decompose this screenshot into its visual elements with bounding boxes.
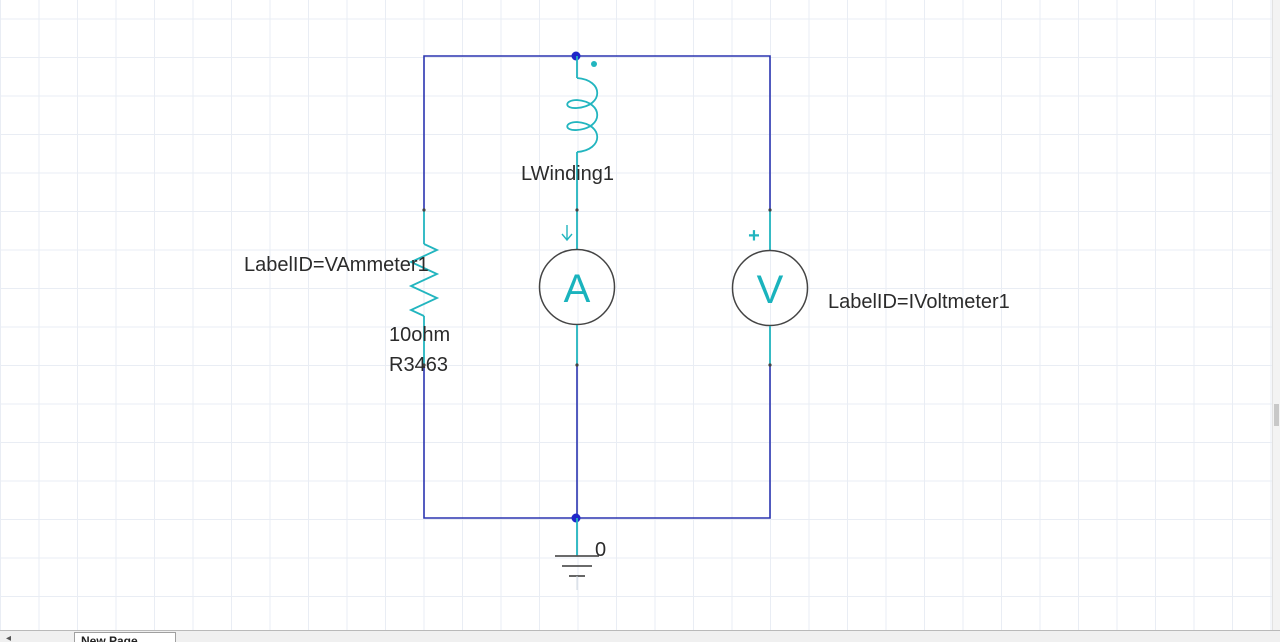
ammeter-label-id[interactable]: LabelID=VAmmeter1 xyxy=(244,254,429,276)
junction-top xyxy=(571,51,581,61)
junction-bottom xyxy=(571,513,581,523)
ammeter-symbol: A xyxy=(564,267,591,311)
page-tab-bar: ◂ New Page xyxy=(0,630,1280,642)
resistor-name-label[interactable]: R3463 xyxy=(389,354,448,376)
inductor-polarity-dot xyxy=(591,61,597,67)
voltmeter-polarity-plus: + xyxy=(748,225,760,247)
current-direction-arrow-icon xyxy=(561,225,573,242)
voltmeter-symbol: V xyxy=(757,268,784,312)
inductor-component[interactable] xyxy=(566,56,598,210)
ground-symbol-icon[interactable] xyxy=(555,518,599,590)
pin-markers xyxy=(422,208,772,367)
wire-left-top[interactable] xyxy=(423,55,576,210)
ammeter-component[interactable]: A xyxy=(538,210,616,365)
vertical-scrollbar[interactable] xyxy=(1272,0,1280,630)
voltmeter-component[interactable]: V + xyxy=(731,210,809,365)
wire-right-bottom[interactable] xyxy=(576,365,771,519)
tab-new-page[interactable]: New Page xyxy=(74,632,176,642)
tab-scroll-left-icon[interactable]: ◂ xyxy=(6,633,12,642)
circuit-diagram: A V + xyxy=(244,51,1010,590)
wires xyxy=(423,51,771,523)
voltmeter-label-id[interactable]: LabelID=IVoltmeter1 xyxy=(828,291,1010,313)
vertical-scrollbar-thumb[interactable] xyxy=(1274,404,1279,426)
ground-node-label[interactable]: 0 xyxy=(595,539,606,561)
resistor-value-label[interactable]: 10ohm xyxy=(389,324,450,346)
wire-right-top[interactable] xyxy=(576,55,771,210)
inductor-label[interactable]: LWinding1 xyxy=(521,163,614,185)
resistor-component[interactable] xyxy=(408,210,440,365)
wire-left-bottom[interactable] xyxy=(423,365,576,519)
